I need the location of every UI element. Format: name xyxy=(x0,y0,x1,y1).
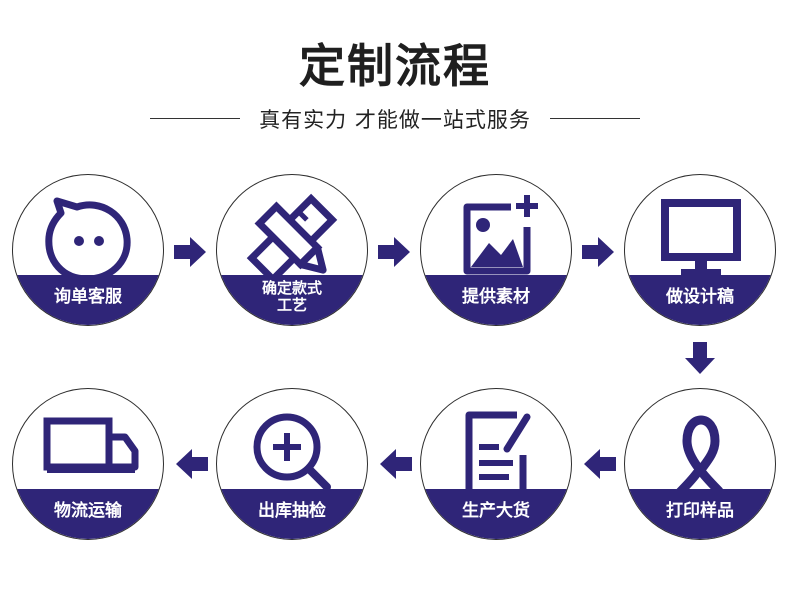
page-title: 定制流程 xyxy=(299,39,491,93)
image-add-icon xyxy=(463,195,538,275)
zoom-in-icon xyxy=(253,413,331,491)
step-mass-production: 生产大货 xyxy=(420,388,572,540)
step-inquiry-service: 询单客服 xyxy=(12,174,164,326)
subtitle: 真有实力 才能做一站式服务 xyxy=(259,108,531,132)
pencil-ruler-icon xyxy=(246,193,338,285)
truck-icon xyxy=(43,417,139,473)
subtitle-divider-right xyxy=(550,118,640,119)
step-provide-materials: 提供素材 xyxy=(420,174,572,326)
step-confirm-style-craft: 确定款式 工艺 xyxy=(216,174,368,326)
step-label: 打印样品 xyxy=(625,489,775,539)
arrow-left-icon xyxy=(174,446,210,482)
arrow-down-icon xyxy=(682,340,718,376)
step-outbound-inspection: 出库抽检 xyxy=(216,388,368,540)
step-label: 确定款式 工艺 xyxy=(217,275,367,325)
step-label: 做设计稿 xyxy=(625,275,775,325)
step-label: 物流运输 xyxy=(13,489,163,539)
subtitle-divider-left xyxy=(150,118,240,119)
arrow-left-icon xyxy=(378,446,414,482)
step-label: 询单客服 xyxy=(13,275,163,325)
monitor-icon xyxy=(661,199,741,277)
arrow-right-icon xyxy=(580,234,616,270)
arrow-right-icon xyxy=(376,234,412,270)
step-logistics: 物流运输 xyxy=(12,388,164,540)
arrow-left-icon xyxy=(582,446,618,482)
step-design-draft: 做设计稿 xyxy=(624,174,776,326)
step-label: 出库抽检 xyxy=(217,489,367,539)
arrow-right-icon xyxy=(172,234,208,270)
step-label: 提供素材 xyxy=(421,275,571,325)
step-print-sample: 打印样品 xyxy=(624,388,776,540)
step-label: 生产大货 xyxy=(421,489,571,539)
subtitle-row: 真有实力 才能做一站式服务 xyxy=(150,104,640,134)
